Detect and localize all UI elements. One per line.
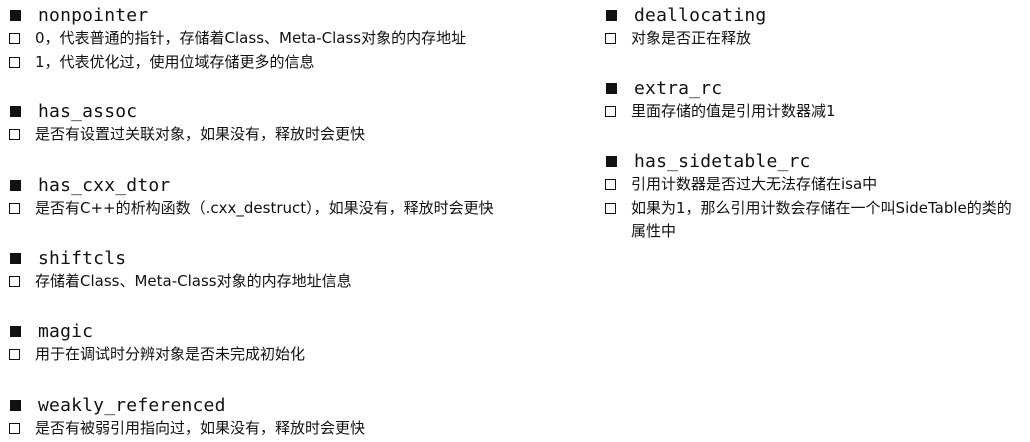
field-heading: magic (0, 319, 93, 343)
hollow-square-bullet-icon (9, 423, 20, 434)
hollow-square-bullet-icon (605, 203, 616, 214)
field-heading: deallocating (596, 3, 766, 27)
hollow-square-bullet-icon (605, 106, 616, 117)
field-description: 对象是否正在释放 (596, 28, 751, 50)
field-name: shiftcls (38, 247, 127, 269)
filled-square-bullet-icon (606, 155, 617, 167)
hollow-square-bullet-icon (9, 349, 20, 360)
filled-square-bullet-icon (10, 9, 21, 21)
description-text: 如果为1，那么引用计数会存储在一个叫SideTable的类的属性中 (631, 199, 1012, 240)
field-name: has_assoc (38, 100, 138, 122)
description-text: 引用计数器是否过大无法存储在isa中 (631, 175, 878, 193)
description-text: 存储着Class、Meta-Class对象的内存地址信息 (35, 272, 352, 290)
field-name: extra_rc (634, 77, 723, 99)
field-heading: has_cxx_dtor (0, 173, 170, 197)
field-heading: extra_rc (596, 76, 722, 100)
field-name: weakly_referenced (38, 394, 226, 416)
description-text: 是否有被弱引用指向过，如果没有，释放时会更快 (35, 419, 366, 437)
description-text: 是否有C++的析构函数（.cxx_destruct），如果没有，释放时会更快 (35, 199, 494, 217)
description-text: 用于在调试时分辨对象是否未完成初始化 (35, 345, 306, 363)
field-description: 是否有被弱引用指向过，如果没有，释放时会更快 (0, 418, 365, 440)
hollow-square-bullet-icon (9, 276, 20, 287)
hollow-square-bullet-icon (9, 33, 20, 44)
description-text: 里面存储的值是引用计数器减1 (631, 102, 836, 120)
field-description: 如果为1，那么引用计数会存储在一个叫SideTable的类的属性中 (596, 198, 1026, 243)
filled-square-bullet-icon (10, 105, 21, 117)
field-name: has_cxx_dtor (38, 174, 171, 196)
field-description: 里面存储的值是引用计数器减1 (596, 101, 836, 123)
description-text: 1，代表优化过，使用位域存储更多的信息 (35, 53, 315, 71)
hollow-square-bullet-icon (605, 179, 616, 190)
hollow-square-bullet-icon (9, 57, 20, 68)
description-text: 0，代表普通的指针，存储着Class、Meta-Class对象的内存地址 (35, 29, 467, 47)
filled-square-bullet-icon (606, 9, 617, 21)
field-description: 0，代表普通的指针，存储着Class、Meta-Class对象的内存地址 (0, 28, 466, 50)
filled-square-bullet-icon (606, 82, 617, 94)
field-description: 存储着Class、Meta-Class对象的内存地址信息 (0, 271, 352, 293)
field-name: deallocating (634, 4, 767, 26)
hollow-square-bullet-icon (9, 129, 20, 140)
filled-square-bullet-icon (10, 399, 21, 411)
filled-square-bullet-icon (10, 252, 21, 264)
filled-square-bullet-icon (10, 179, 21, 191)
field-heading: shiftcls (0, 246, 126, 270)
hollow-square-bullet-icon (9, 203, 20, 214)
field-description: 是否有设置过关联对象，如果没有，释放时会更快 (0, 124, 365, 146)
field-heading: has_sidetable_rc (596, 149, 811, 173)
field-heading: nonpointer (0, 3, 148, 27)
description-text: 对象是否正在释放 (631, 29, 752, 47)
field-name: nonpointer (38, 4, 149, 26)
filled-square-bullet-icon (10, 325, 21, 337)
field-name: has_sidetable_rc (634, 150, 811, 172)
hollow-square-bullet-icon (605, 33, 616, 44)
field-description: 引用计数器是否过大无法存储在isa中 (596, 174, 877, 196)
field-heading: has_assoc (0, 99, 137, 123)
field-heading: weakly_referenced (0, 393, 226, 417)
field-description: 1，代表优化过，使用位域存储更多的信息 (0, 52, 315, 74)
field-description: 用于在调试时分辨对象是否未完成初始化 (0, 344, 305, 366)
field-description: 是否有C++的析构函数（.cxx_destruct），如果没有，释放时会更快 (0, 198, 494, 220)
description-text: 是否有设置过关联对象，如果没有，释放时会更快 (35, 125, 366, 143)
field-name: magic (38, 320, 94, 342)
